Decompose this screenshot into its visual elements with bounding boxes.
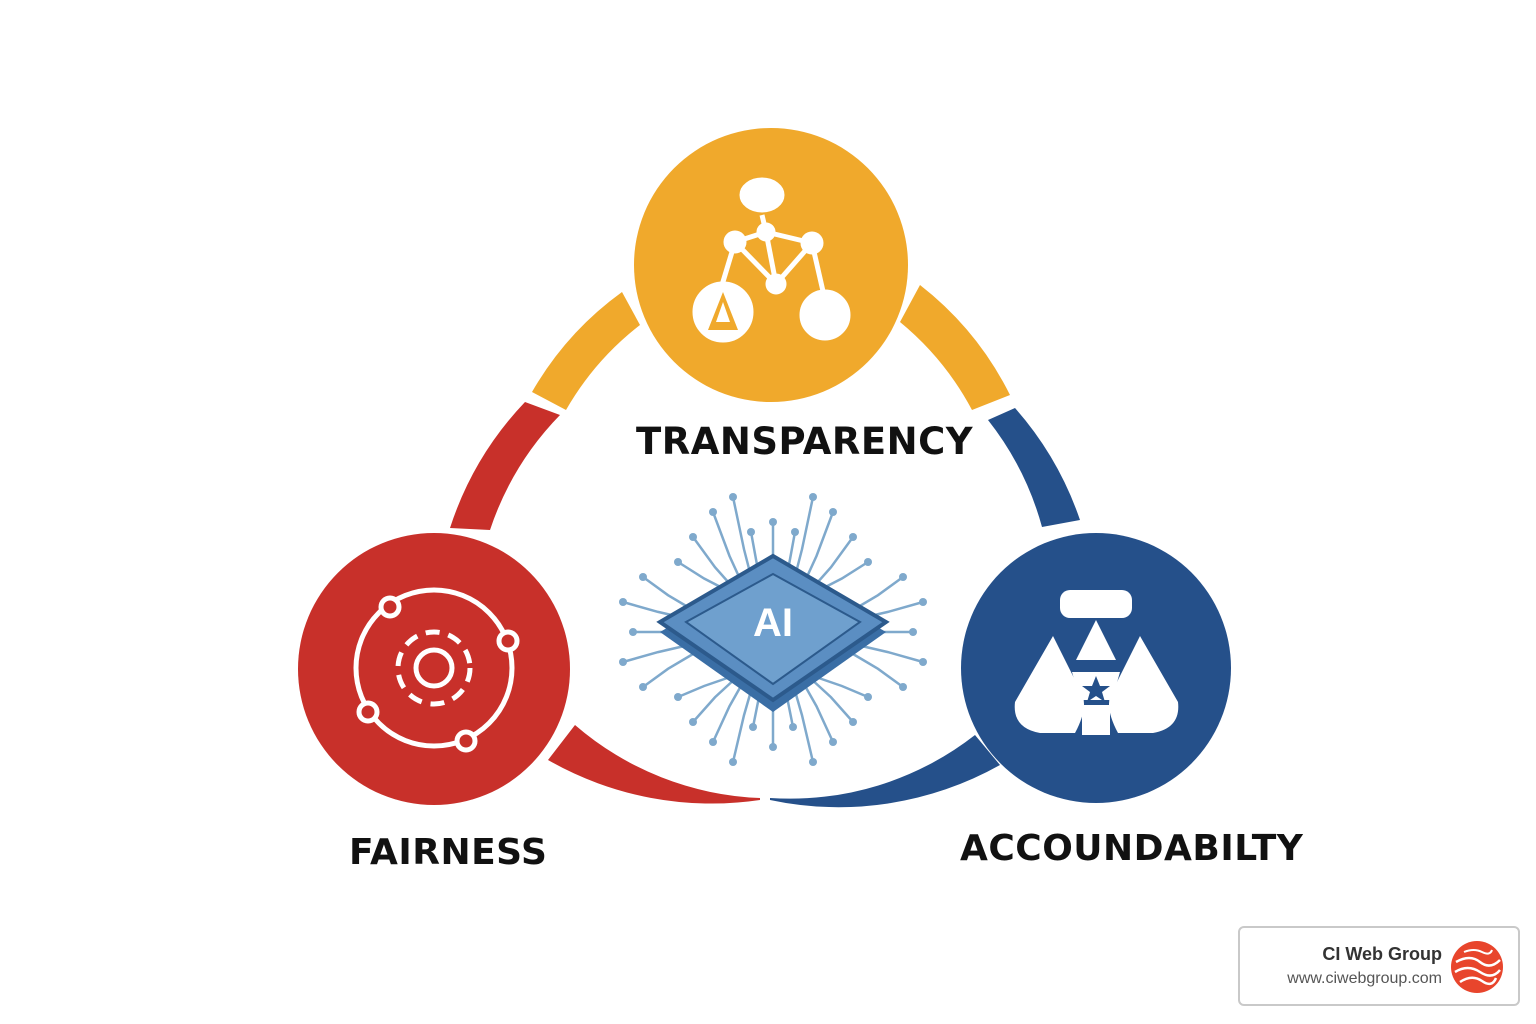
circuit-trace [852,575,904,612]
ring-arcs [450,285,1080,808]
circuit-trace [808,676,854,723]
circuit-node [919,598,927,606]
circuit-node [829,738,837,746]
network-graph-icon [692,177,851,343]
circuit-trace [692,676,738,723]
circuit-trace [852,652,904,689]
circuit-node [864,558,872,566]
brand-card[interactable]: CI Web Group www.ciwebgroup.com [1238,926,1520,1006]
brand-url[interactable]: www.ciwebgroup.com [1287,970,1442,987]
circuit-node [791,528,799,536]
circuit-trace [642,652,694,689]
arc-fairness-upper [450,402,560,530]
circuit-node [809,493,817,501]
circuit-node [909,628,917,636]
circuit-trace [677,675,731,699]
transparency-label: TRANSPARENCY [636,420,974,463]
ai-chip-group: AI [619,493,927,766]
circuit-node [709,738,717,746]
circuit-trace [815,675,869,699]
shield-star-icon [1014,590,1179,735]
circuit-node [769,518,777,526]
brand-name: CI Web Group [1322,944,1442,964]
circuit-node [864,693,872,701]
circuit-node [709,508,717,516]
circuit-node [689,718,697,726]
accountability-label: ACCOUNDABILTY [960,828,1304,869]
transparency-node [634,128,908,402]
fairness-label: FAIRNESS [349,832,548,873]
circuit-node [629,628,637,636]
arc-transparency-right [900,285,1010,410]
circuit-node [674,693,682,701]
circuit-trace [642,575,694,612]
fairness-node [298,533,570,805]
ai-chip-label: AI [753,601,793,645]
circuit-node [789,723,797,731]
circuit-node [749,723,757,731]
circuit-node [849,533,857,541]
circuit-node [639,683,647,691]
circuit-node [619,658,627,666]
circuit-node [809,758,817,766]
circuit-node [899,683,907,691]
circuit-node [619,598,627,606]
globe-logo-icon [1451,941,1503,993]
circuit-node [729,493,737,501]
orbit-target-icon [353,587,520,753]
accountability-node [961,533,1231,803]
circuit-node [919,658,927,666]
circuit-node [849,718,857,726]
arc-fairness-lower [548,725,760,804]
circuit-node [747,528,755,536]
arc-accountability-upper [988,408,1080,527]
circuit-node [674,558,682,566]
circuit-node [639,573,647,581]
circuit-node [689,533,697,541]
circuit-node [899,573,907,581]
arc-transparency-left [532,292,640,410]
ai-chip: AI [656,553,890,712]
circuit-node [729,758,737,766]
arc-accountability-lower [770,735,1000,808]
circuit-node [829,508,837,516]
circuit-node [769,743,777,751]
